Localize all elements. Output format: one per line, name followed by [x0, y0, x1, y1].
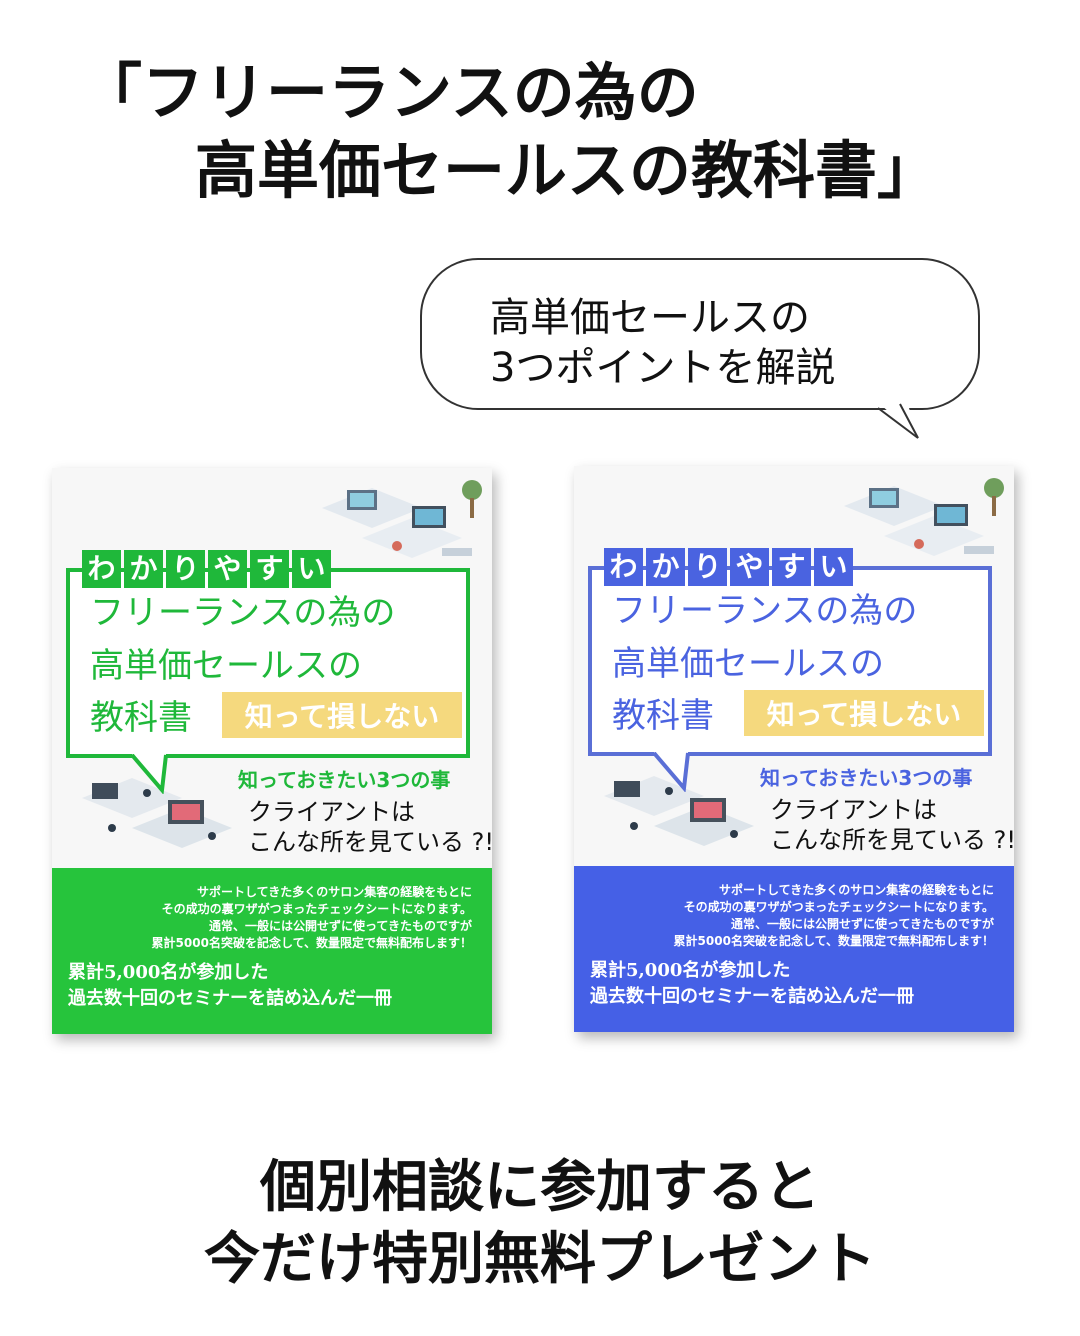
- cover-bottom-text: 累計5,000名が参加した 過去数十回のセミナーを詰め込んだ一冊: [590, 958, 914, 1010]
- badge-char: や: [730, 548, 769, 586]
- book-title-line-2: 高単価セールスの: [612, 644, 884, 684]
- tag-label: 知って損しない: [222, 692, 462, 738]
- points-subtitle: 知っておきたい3つの事: [760, 766, 973, 790]
- desc-line: 通常、一般には公開せずに使ってきたものですが: [208, 919, 472, 933]
- client-line-1: クライアントは: [248, 798, 416, 826]
- isometric-meeting-illustration: [604, 776, 754, 846]
- desc-line: サポートしてきた多くのサロン集客の経験をもとに: [718, 883, 994, 897]
- book-title-line-1: フリーランスの為の: [90, 593, 396, 633]
- isometric-office-illustration: [322, 480, 482, 558]
- desc-line: 累計5000名突破を記念して、数量限定で無料配布します！: [151, 936, 472, 950]
- book-title-line-2: 高単価セールスの: [90, 646, 362, 686]
- desc-line: サポートしてきた多くのサロン集客の経験をもとに: [196, 885, 472, 899]
- headline-line-2: 高単価セールスの教科書」: [195, 134, 940, 207]
- badge-char: や: [208, 550, 247, 588]
- client-line-2: こんな所を見ている ?!: [248, 828, 492, 856]
- footer-line-2: 今だけ特別無料プレゼント: [204, 1227, 876, 1292]
- badge-char: か: [646, 548, 685, 586]
- badge-char: か: [124, 550, 163, 588]
- client-line-2: こんな所を見ている ?!: [770, 826, 1014, 854]
- badge-row: わ か り や す い: [604, 548, 853, 586]
- badge-char: り: [166, 550, 205, 588]
- badge-char: り: [688, 548, 727, 586]
- book-title-line-3: 教科書: [90, 698, 192, 738]
- desc-line: その成功の裏ワザがつまったチェックシートになります。: [161, 902, 472, 916]
- badge-char: す: [250, 550, 289, 588]
- bottom-line-1: 累計5,000名が参加した: [68, 962, 269, 983]
- book-cover-blue: わ か り や す い フリーランスの為の 高単価セールスの 教科書 知って損し…: [574, 466, 1014, 1032]
- title-frame-tail: [130, 754, 168, 794]
- speech-bubble: 高単価セールスの 3つポイントを解説: [420, 258, 980, 410]
- bottom-line-2: 過去数十回のセミナーを詰め込んだ一冊: [68, 988, 392, 1009]
- badge-char: わ: [82, 550, 121, 588]
- cover-bottom-panel: サポートしてきた多くのサロン集客の経験をもとに その成功の裏ワザがつまったチェッ…: [574, 866, 1014, 1032]
- desc-line: 累計5000名突破を記念して、数量限定で無料配布します！: [673, 934, 994, 948]
- title-frame-tail: [652, 752, 690, 792]
- cover-description: サポートしてきた多くのサロン集客の経験をもとに その成功の裏ワザがつまったチェッ…: [72, 884, 472, 952]
- tag-label: 知って損しない: [744, 690, 984, 736]
- badge-char: わ: [604, 548, 643, 586]
- badge-row: わ か り や す い: [82, 550, 331, 588]
- points-subtitle: 知っておきたい3つの事: [238, 768, 451, 792]
- desc-line: 通常、一般には公開せずに使ってきたものですが: [730, 917, 994, 931]
- book-cover-green: わ か り や す い フリーランスの為の 高単価セールスの 教科書 知って損し…: [52, 468, 492, 1034]
- book-title-line-3: 教科書: [612, 696, 714, 736]
- headline-line-1: 「フリーランスの為の: [80, 56, 699, 129]
- book-title-line-1: フリーランスの為の: [612, 591, 918, 631]
- isometric-meeting-illustration: [82, 778, 232, 848]
- cover-bottom-text: 累計5,000名が参加した 過去数十回のセミナーを詰め込んだ一冊: [68, 960, 392, 1012]
- cover-bottom-panel: サポートしてきた多くのサロン集客の経験をもとに その成功の裏ワザがつまったチェッ…: [52, 868, 492, 1034]
- bottom-line-1: 累計5,000名が参加した: [590, 960, 791, 981]
- client-line-1: クライアントは: [770, 796, 938, 824]
- isometric-office-illustration: [844, 478, 1004, 556]
- bottom-line-2: 過去数十回のセミナーを詰め込んだ一冊: [590, 986, 914, 1007]
- badge-char: い: [292, 550, 331, 588]
- badge-char: い: [814, 548, 853, 586]
- desc-line: その成功の裏ワザがつまったチェックシートになります。: [683, 900, 994, 914]
- footer-line-1: 個別相談に参加すると: [260, 1155, 820, 1220]
- bubble-line-2: 3つポイントを解説: [490, 345, 836, 391]
- badge-char: す: [772, 548, 811, 586]
- bubble-line-1: 高単価セールスの: [490, 295, 810, 341]
- cover-description: サポートしてきた多くのサロン集客の経験をもとに その成功の裏ワザがつまったチェッ…: [594, 882, 994, 950]
